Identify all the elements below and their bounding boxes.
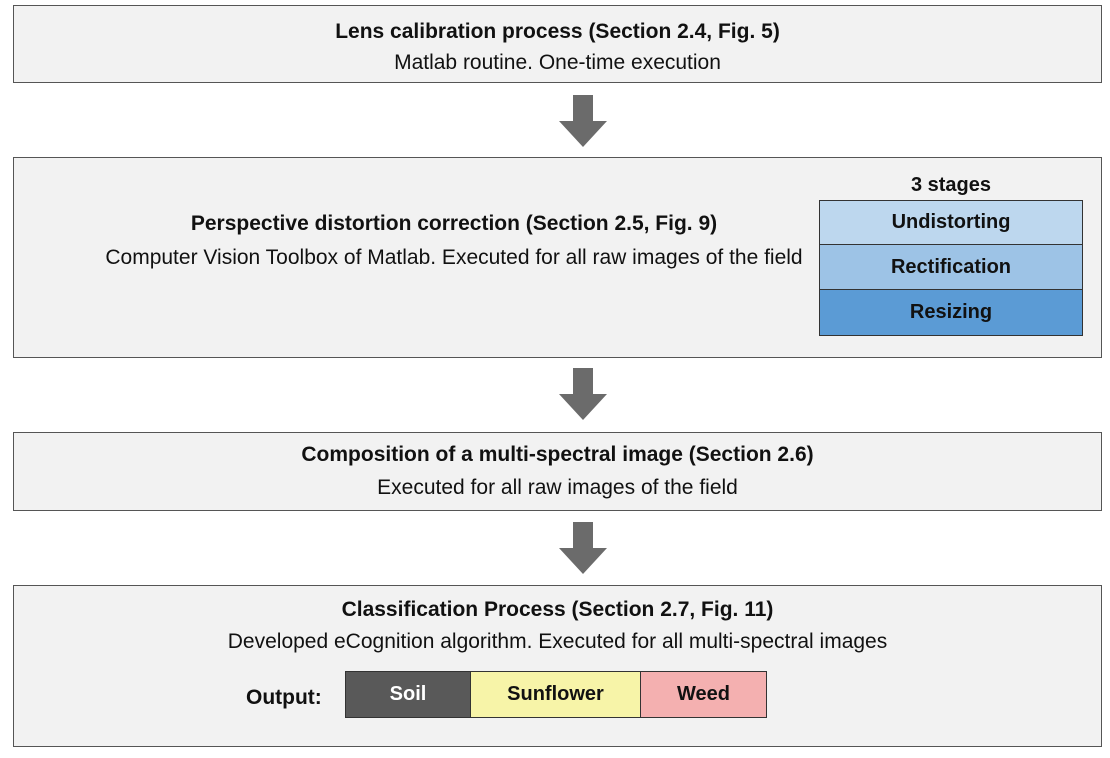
step-subtitle: Developed eCognition algorithm. Executed… (227, 630, 888, 653)
stage-rectification: Rectification (819, 245, 1083, 290)
stage-resizing: Resizing (819, 290, 1083, 336)
down-arrow-icon (559, 522, 607, 574)
step-classification: Classification Process (Section 2.7, Fig… (13, 585, 1102, 747)
step-perspective-correction: Perspective distortion correction (Secti… (13, 157, 1102, 358)
output-weed: Weed (641, 671, 767, 718)
step-subtitle: Executed for all raw images of the field (377, 476, 738, 499)
stages-label: 3 stages (910, 174, 992, 196)
output-label: Output: (246, 686, 322, 709)
output-sunflower: Sunflower (471, 671, 641, 718)
step-lens-calibration: Lens calibration process (Section 2.4, F… (13, 5, 1102, 83)
step-title: Composition of a multi-spectral image (S… (301, 443, 814, 466)
output-soil: Soil (345, 671, 471, 718)
step-subtitle: Computer Vision Toolbox of Matlab. Execu… (105, 246, 803, 269)
step-title: Classification Process (Section 2.7, Fig… (341, 598, 774, 621)
step-title: Lens calibration process (Section 2.4, F… (335, 20, 780, 43)
stage-undistorting: Undistorting (819, 200, 1083, 245)
step-title: Perspective distortion correction (Secti… (190, 212, 718, 235)
down-arrow-icon (559, 368, 607, 420)
step-subtitle: Matlab routine. One-time execution (394, 51, 721, 74)
down-arrow-icon (559, 95, 607, 147)
step-multispectral-composition: Composition of a multi-spectral image (S… (13, 432, 1102, 511)
